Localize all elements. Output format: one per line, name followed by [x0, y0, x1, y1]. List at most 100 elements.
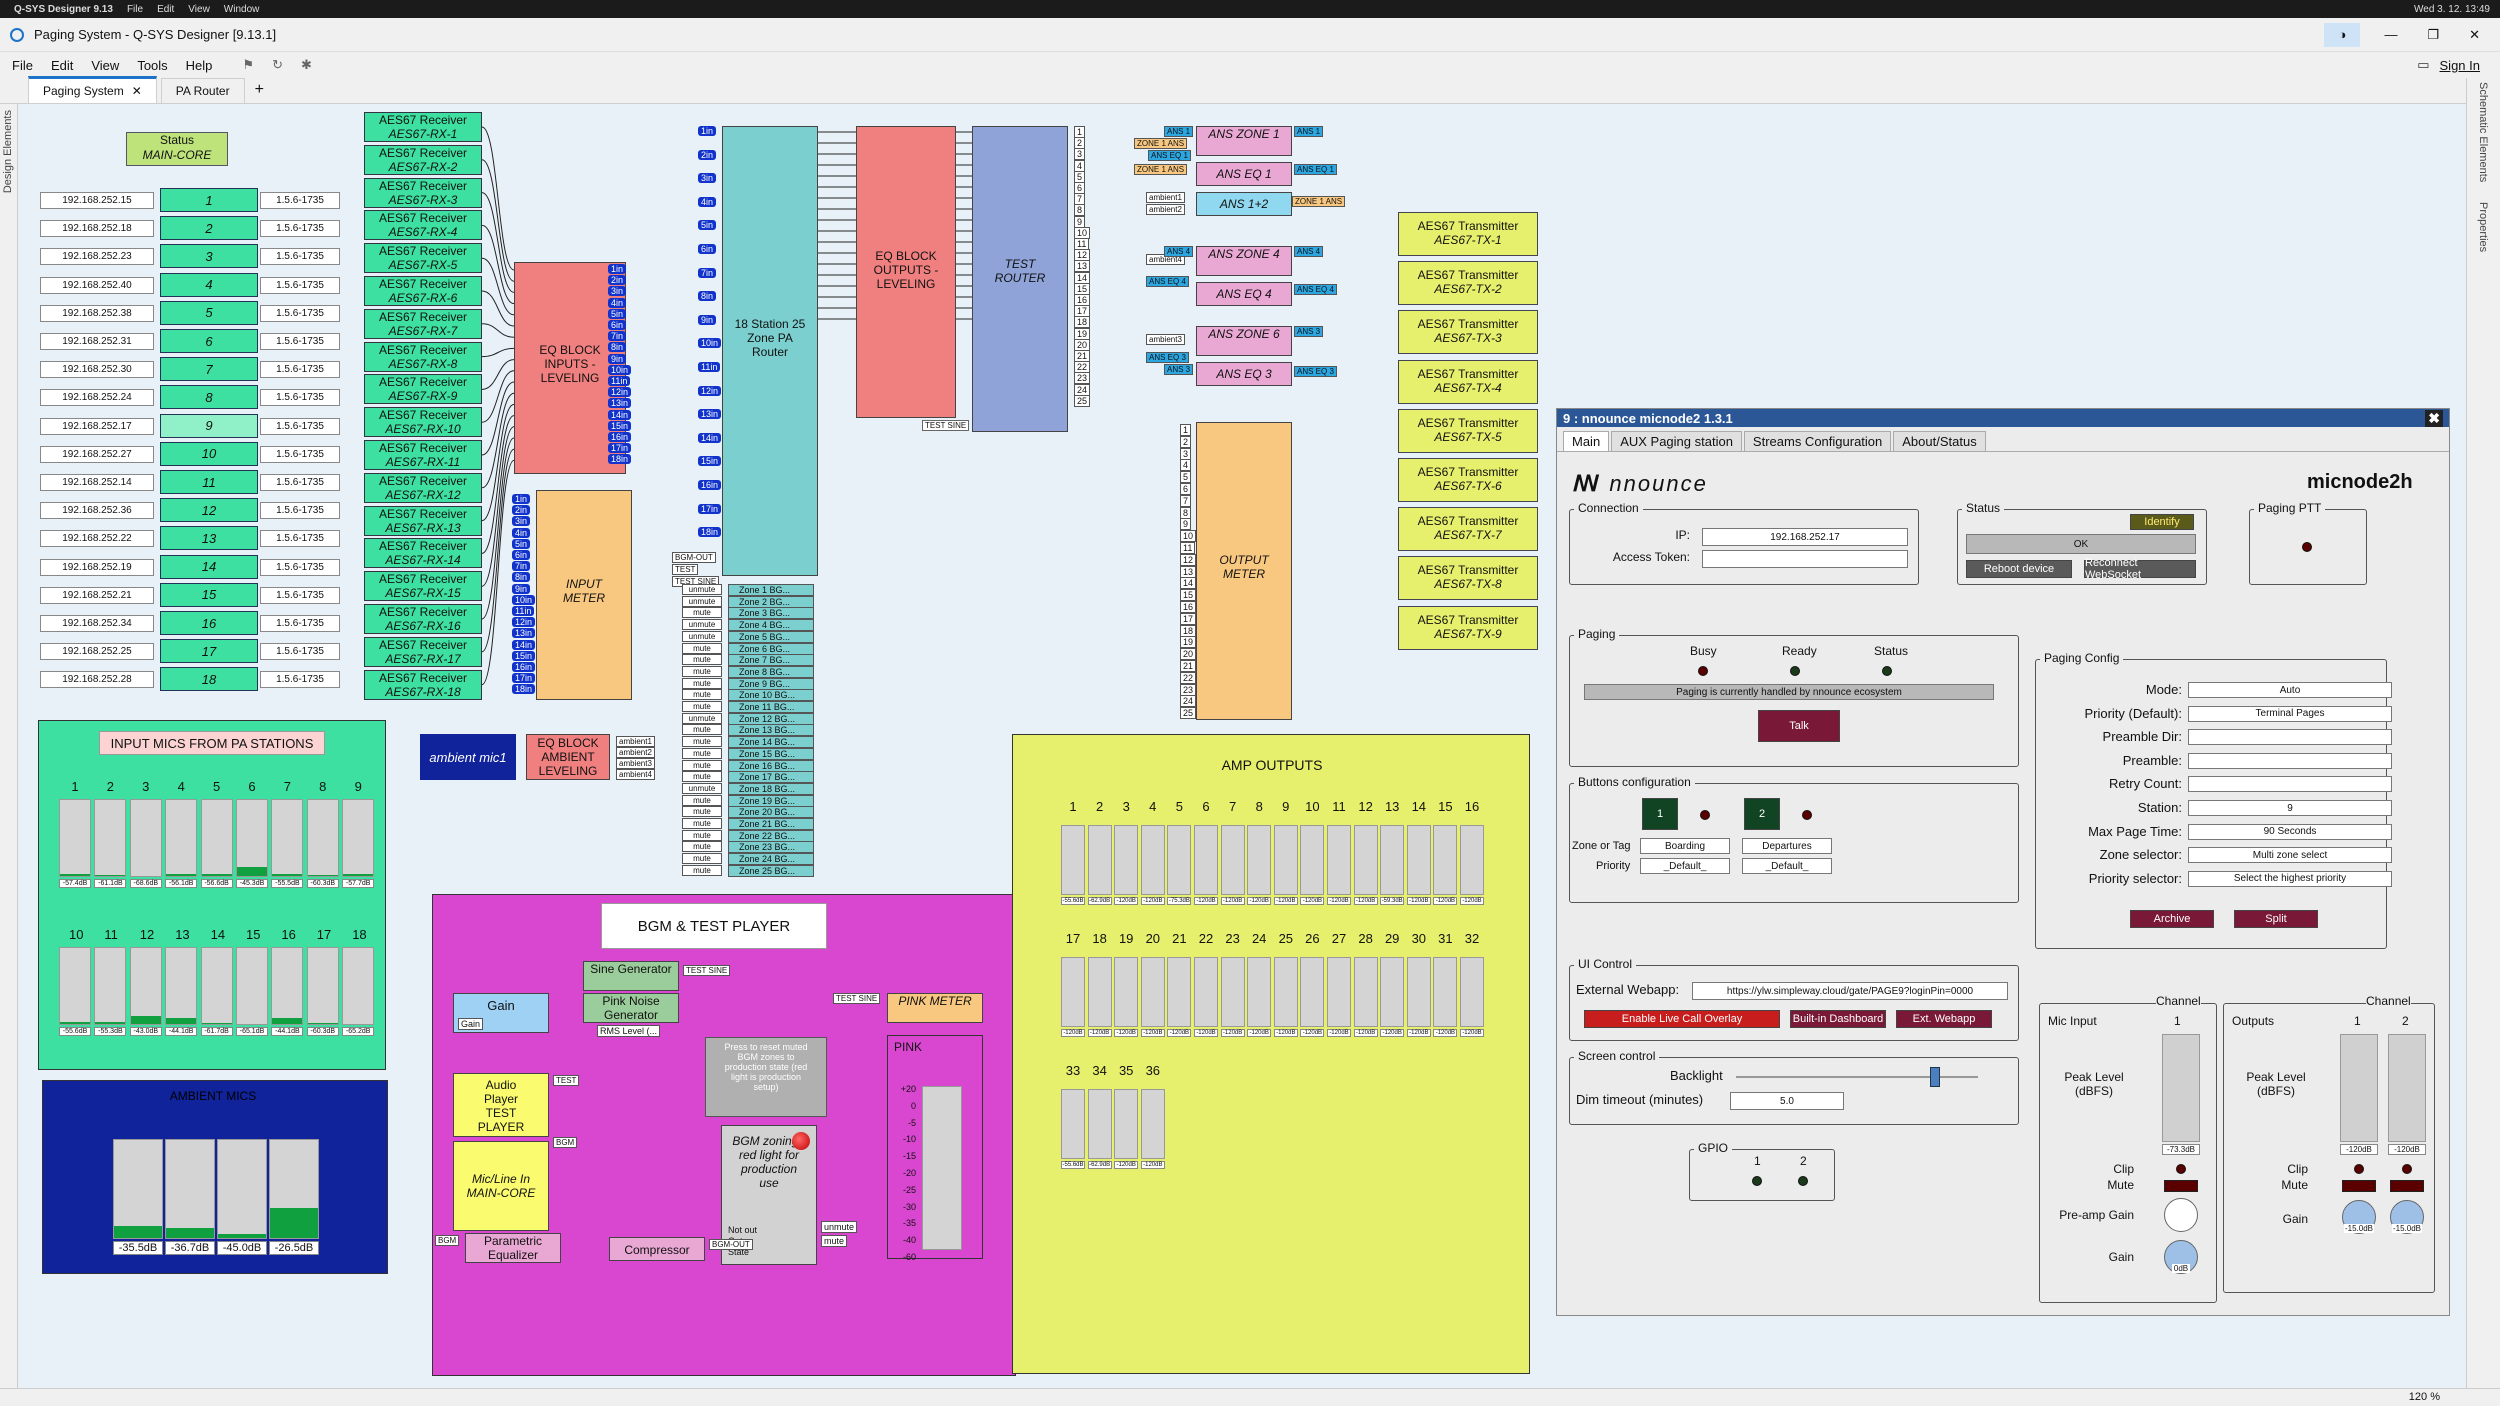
dialog-tab-main[interactable]: Main — [1563, 431, 1610, 451]
station-ip[interactable]: 192.168.252.30 — [40, 361, 154, 379]
zoom-level[interactable]: 120 % — [2408, 1391, 2440, 1403]
dialog-tab-aux[interactable]: AUX Paging station — [1611, 431, 1742, 451]
test-router-output-pin[interactable]: 15 — [1074, 282, 1091, 295]
output-meter-pin[interactable]: 5 — [1180, 471, 1192, 484]
meter-input-pin[interactable]: 18in — [512, 684, 536, 695]
meter-input-pin[interactable]: 6in — [512, 550, 531, 560]
test-router-output-pin[interactable]: 3 — [1074, 148, 1086, 161]
test-router-output-pin[interactable]: 8 — [1074, 204, 1086, 217]
ambient-pin[interactable]: ambient2 — [616, 747, 655, 758]
eq-input-pin[interactable]: 11in — [608, 376, 631, 386]
zone-row[interactable]: Zone 13 BG... — [728, 724, 814, 737]
menu-view[interactable]: View — [91, 57, 120, 73]
eq-input-pin[interactable]: 10in — [608, 364, 632, 375]
station-number[interactable]: 2 — [160, 216, 258, 241]
output-meter[interactable]: OUTPUT METER — [1196, 422, 1292, 720]
dim-timeout-field[interactable]: 5.0 — [1730, 1092, 1844, 1110]
sine-generator[interactable]: Sine Generator — [583, 961, 679, 991]
station-number[interactable]: 10 — [160, 441, 258, 466]
router-input-pin[interactable]: 15in — [698, 456, 722, 467]
paging-config-field[interactable]: Terminal Pages — [2188, 705, 2392, 722]
zone-mute-tag[interactable]: mute — [682, 771, 722, 783]
router-input-pin[interactable]: 3in — [698, 173, 717, 184]
meter-input-pin[interactable]: 11in — [512, 606, 535, 616]
output-meter-pin[interactable]: 13 — [1180, 565, 1197, 578]
zone-row[interactable]: Zone 25 BG... — [728, 864, 814, 877]
ans-eq-4[interactable]: ANS EQ 4 — [1196, 282, 1292, 306]
test-router[interactable]: TEST ROUTER — [972, 126, 1068, 432]
split-button[interactable]: Split — [2234, 910, 2318, 928]
test-router-output-pin[interactable]: 18 — [1074, 316, 1091, 329]
eq-block-outputs[interactable]: EQ BLOCK OUTPUTS - LEVELING — [856, 126, 956, 418]
station-number[interactable]: 1 — [160, 188, 258, 212]
ans-tag[interactable]: ambient1 — [1146, 192, 1185, 203]
router-input-pin[interactable]: 9in — [698, 314, 717, 325]
station-number[interactable]: 8 — [160, 385, 258, 410]
menu-edit[interactable]: Edit — [50, 57, 74, 73]
eq-input-pin[interactable]: 6in — [608, 320, 627, 330]
pre-amp-gain-knob[interactable] — [2164, 1198, 2198, 1232]
meter-input-pin[interactable]: 10in — [512, 594, 536, 605]
zone-mute-tag[interactable]: mute — [682, 689, 722, 701]
zone-mute-tag[interactable]: mute — [682, 818, 722, 829]
os-menu-window[interactable]: Window — [223, 3, 260, 15]
eq-block-ambient[interactable]: EQ BLOCK AMBIENT LEVELING — [526, 734, 610, 780]
close-tab-icon[interactable]: ✕ — [131, 84, 142, 98]
priority-1-field[interactable]: _Default_ — [1640, 858, 1730, 874]
ambient-mic-block[interactable]: ambient mic1 — [420, 734, 516, 780]
router-input-pin[interactable]: 1in — [698, 126, 717, 136]
station-ip[interactable]: 192.168.252.25 — [40, 643, 154, 661]
mute-tag[interactable]: mute — [821, 1235, 848, 1247]
menu-help[interactable]: Help — [185, 57, 213, 73]
router-input-pin[interactable]: 18in — [698, 527, 722, 538]
output-meter-pin[interactable]: 17 — [1180, 612, 1197, 625]
ans-eq-3[interactable]: ANS EQ 3 — [1196, 362, 1292, 386]
meter-input-pin[interactable]: 1in — [512, 494, 531, 504]
test-router-output-pin[interactable]: 6 — [1074, 182, 1086, 194]
ans-1-2[interactable]: ANS 1+2 — [1196, 192, 1292, 216]
meter-input-pin[interactable]: 14in — [512, 639, 536, 650]
zone-1-field[interactable]: Boarding — [1640, 838, 1730, 854]
station-number[interactable]: 14 — [160, 554, 258, 579]
menu-file[interactable]: File — [12, 57, 33, 73]
ans-tag[interactable]: ZONE 1 ANS — [1134, 138, 1188, 149]
pa-router[interactable]: 18 Station 25 Zone PA Router — [722, 126, 818, 576]
meter-input-pin[interactable]: 16in — [512, 662, 536, 672]
backlight-slider-thumb[interactable] — [1930, 1067, 1941, 1087]
archive-button[interactable]: Archive — [2130, 910, 2214, 928]
station-number[interactable]: 12 — [160, 498, 258, 523]
not-out-pin[interactable]: Not out — [728, 1225, 758, 1235]
test-router-output-pin[interactable]: 20 — [1074, 338, 1091, 351]
pink-meter-block[interactable]: PINK METER — [887, 993, 983, 1023]
output-meter-pin[interactable]: 8 — [1180, 506, 1192, 519]
eq-input-pin[interactable]: 17in — [608, 443, 632, 454]
eq-input-pin[interactable]: 14in — [608, 409, 632, 420]
output-meter-pin[interactable]: 20 — [1180, 648, 1197, 661]
station-number[interactable]: 3 — [160, 244, 258, 269]
enable-live-call-overlay-button[interactable]: Enable Live Call Overlay — [1584, 1010, 1780, 1028]
zone-row[interactable]: Zone 23 BG... — [728, 841, 814, 854]
eq-input-pin[interactable]: 5in — [608, 308, 627, 319]
ans-tag[interactable]: ANS EQ 1 — [1294, 164, 1337, 175]
ans-tag[interactable]: ANS EQ 1 — [1148, 150, 1191, 161]
zone-mute-tag[interactable]: mute — [682, 701, 722, 712]
ans-zone-1[interactable]: ANS ZONE 1 — [1196, 126, 1292, 156]
test-router-output-pin[interactable]: 19 — [1074, 327, 1091, 340]
talk-button[interactable]: Talk — [1758, 710, 1840, 742]
router-input-pin[interactable]: 17in — [698, 503, 722, 514]
reset-note[interactable]: Press to reset muted BGM zones to produc… — [705, 1037, 827, 1117]
eq-input-pin[interactable]: 2in — [608, 275, 627, 286]
station-number[interactable]: 17 — [160, 639, 258, 664]
eq-input-pin[interactable]: 9in — [608, 353, 627, 364]
out-ch2-mute-button[interactable] — [2390, 1180, 2424, 1192]
